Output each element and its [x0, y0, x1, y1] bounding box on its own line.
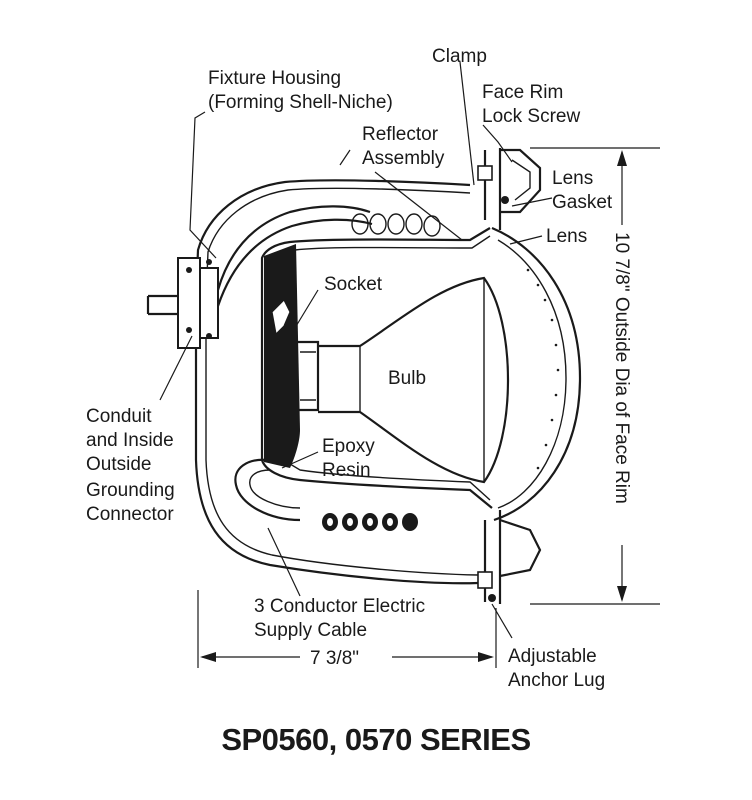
fixture-housing-shell	[194, 179, 479, 585]
epoxy-resin	[264, 244, 300, 468]
face-rim-bottom	[483, 510, 542, 604]
label-conduit-2: and Inside	[86, 430, 174, 451]
lens-dome	[491, 226, 582, 522]
label-bulb: Bulb	[388, 368, 426, 389]
diameter-dimension-text: 10 7/8" Outside Dia of Face Rim	[611, 232, 632, 504]
label-conduit-1: Conduit	[86, 406, 152, 427]
lamp-socket	[296, 340, 320, 412]
label-reflector: Reflector	[362, 124, 439, 145]
label-conduit-4: Grounding	[86, 480, 175, 501]
diameter-dimension	[530, 147, 660, 605]
label-cable-sub: Supply Cable	[254, 620, 367, 641]
label-lens: Lens	[546, 226, 587, 247]
reflector-assembly	[260, 227, 493, 509]
label-anchor: Adjustable	[508, 646, 597, 667]
label-conduit-3: Outside	[86, 454, 151, 475]
label-epoxy: Epoxy	[322, 436, 375, 457]
face-rim-top	[483, 148, 542, 230]
label-clamp: Clamp	[432, 46, 487, 67]
label-cable: 3 Conductor Electric	[254, 596, 425, 617]
cable-loop	[234, 458, 301, 522]
label-face-rim-sub: Lock Screw	[482, 106, 580, 127]
width-dimension-text: 7 3/8"	[310, 648, 359, 669]
lens-texture	[526, 268, 560, 470]
label-conduit-5: Connector	[86, 504, 174, 525]
supply-cable	[216, 205, 371, 291]
label-fixture-housing: Fixture Housing	[208, 68, 341, 89]
label-face-rim: Face Rim	[482, 82, 563, 103]
label-reflector-sub: Assembly	[362, 148, 445, 169]
label-fixture-housing-sub: (Forming Shell-Niche)	[208, 92, 393, 113]
label-lens-gasket: Lens	[552, 168, 593, 189]
label-anchor-sub: Anchor Lug	[508, 670, 605, 691]
label-socket: Socket	[324, 274, 383, 295]
label-epoxy-sub: Resin	[322, 460, 371, 481]
bulb-outline	[318, 276, 510, 484]
diagram-title: SP0560, 0570 SERIES	[221, 722, 530, 757]
fixture-housing-inner	[205, 187, 479, 576]
leader-lines	[159, 61, 553, 639]
width-dimension	[197, 590, 497, 668]
cable-coil-top	[351, 213, 441, 237]
label-lens-gasket-sub: Gasket	[552, 192, 613, 213]
cable-coil-bottom	[322, 513, 418, 531]
